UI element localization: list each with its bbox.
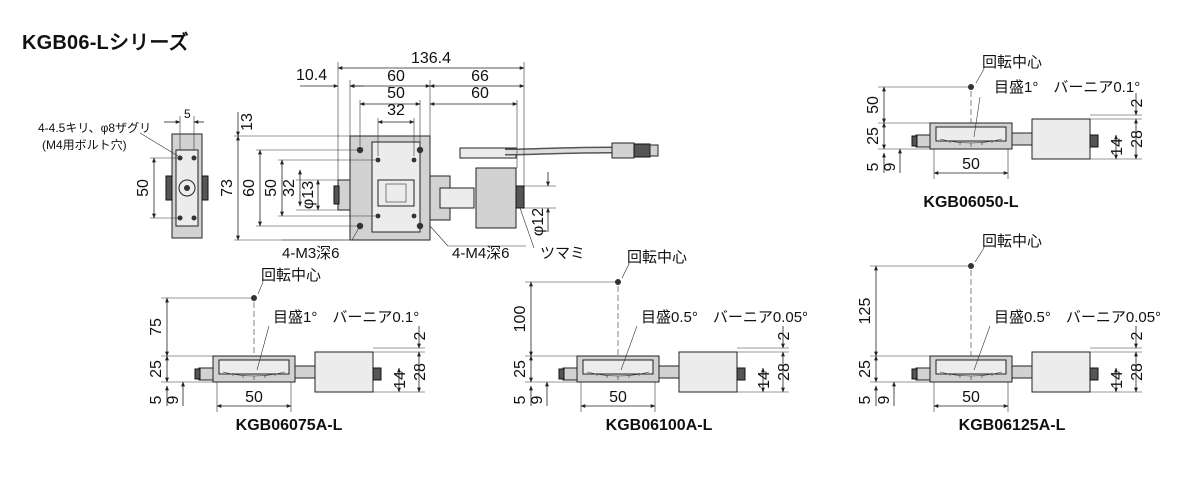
variant-kgb06125a: 回転中心 目盛0.5° バーニア0.05° 125 25 5 9 50 2 28…	[857, 233, 1161, 434]
dim-2: 2	[412, 331, 429, 340]
dim-5: 5	[148, 395, 165, 404]
label-rotation-center: 回転中心	[982, 233, 1042, 250]
note-counterbore-2: (M4用ボルト穴)	[42, 137, 127, 152]
dim-2: 2	[1129, 331, 1146, 340]
variant-kgb06050: 回転中心 目盛1° バーニア0.1° 50 25 5 9 50 2 28 14 …	[865, 54, 1146, 211]
dim-28: 28	[412, 363, 429, 381]
dim-10-4: 10.4	[296, 67, 327, 84]
dim-5: 5	[865, 162, 882, 171]
dim-25: 25	[512, 360, 529, 378]
main-left-dimensions: 13 73 60 50 32 φ13 φ12	[219, 112, 556, 241]
side-dim-5: 5	[184, 107, 191, 121]
page-title: KGB06-Lシリーズ	[22, 32, 189, 54]
dim-28: 28	[1129, 363, 1146, 381]
dim-60-a: 60	[387, 68, 405, 85]
dim-28: 28	[776, 363, 793, 381]
main-notes: 4-M3深6 4-M4深6 ツマミ	[282, 207, 585, 262]
variant-kgb06075a: 回転中心 目盛1° バーニア0.1° 75 25 5 9 50 2 28 14 …	[148, 267, 429, 434]
dim-14: 14	[1109, 138, 1126, 156]
dim-50: 50	[962, 389, 980, 406]
dim-50: 50	[962, 156, 980, 173]
dim-50: 50	[609, 389, 627, 406]
label-rotation-center: 回転中心	[261, 267, 321, 284]
dim-28: 28	[1129, 130, 1146, 148]
dim-73: 73	[219, 179, 236, 197]
mount-hole	[416, 222, 424, 230]
label-scale: 目盛0.5° バーニア0.05°	[641, 309, 808, 326]
note-m3: 4-M3深6	[282, 245, 340, 262]
label-rotation-center: 回転中心	[627, 249, 687, 266]
dim-32-left: 32	[281, 179, 298, 197]
dim-60-left: 60	[241, 179, 258, 197]
dim-height: 100	[512, 306, 529, 333]
dim-60-b: 60	[471, 85, 489, 102]
model-name: KGB06075A-L	[236, 417, 343, 434]
dim-25: 25	[148, 360, 165, 378]
dim-66: 66	[471, 68, 489, 85]
main-top-view	[333, 135, 659, 241]
label-rotation-center: 回転中心	[982, 54, 1042, 71]
dim-136-4: 136.4	[411, 50, 451, 67]
note-counterbore-1: 4-4.5キリ、φ8ザグリ	[38, 121, 151, 135]
label-scale: 目盛0.5° バーニア0.05°	[994, 309, 1161, 326]
dim-height: 75	[148, 318, 165, 336]
note-m4: 4-M4深6	[452, 245, 510, 262]
cable-connector	[611, 142, 635, 159]
side-dim-50: 50	[135, 179, 152, 197]
variant-kgb06100a: 回転中心 目盛0.5° バーニア0.05° 100 25 5 9 50 2 28…	[512, 249, 808, 434]
dim-phi13: φ13	[300, 181, 317, 209]
dim-32-top: 32	[387, 102, 405, 119]
dim-9: 9	[882, 162, 899, 171]
model-name: KGB06050-L	[923, 194, 1018, 211]
dim-25: 25	[865, 127, 882, 145]
model-name: KGB06125A-L	[959, 417, 1066, 434]
dim-2: 2	[776, 331, 793, 340]
label-scale: 目盛1° バーニア0.1°	[994, 79, 1140, 96]
dim-50-left: 50	[263, 179, 280, 197]
mount-hole	[416, 146, 424, 154]
note-knob: ツマミ	[540, 245, 585, 262]
dim-50-top: 50	[387, 85, 405, 102]
dim-13: 13	[239, 113, 256, 131]
dim-25: 25	[857, 360, 874, 378]
dim-5: 5	[512, 395, 529, 404]
dim-2: 2	[1129, 98, 1146, 107]
dim-14: 14	[1109, 371, 1126, 389]
dim-9: 9	[165, 395, 182, 404]
dim-height: 125	[857, 298, 874, 325]
dim-phi12: φ12	[530, 208, 547, 236]
motor	[475, 167, 517, 229]
knob-12	[515, 185, 525, 209]
dim-9: 9	[876, 395, 893, 404]
label-scale: 目盛1° バーニア0.1°	[273, 309, 419, 326]
dim-50: 50	[245, 389, 263, 406]
model-name: KGB06100A-L	[606, 417, 713, 434]
dim-9: 9	[529, 395, 546, 404]
dim-height: 50	[865, 96, 882, 114]
dim-14: 14	[392, 371, 409, 389]
center-window	[377, 179, 415, 207]
dim-5: 5	[857, 395, 874, 404]
main-top-dimensions: 136.4 10.4 60 66 50 60 32	[296, 50, 525, 186]
left-knob	[337, 179, 351, 211]
main-side-view: 50 5 4-4.5キリ、φ8ザグリ (M4用ボルト穴)	[38, 107, 209, 239]
dim-14: 14	[756, 371, 773, 389]
